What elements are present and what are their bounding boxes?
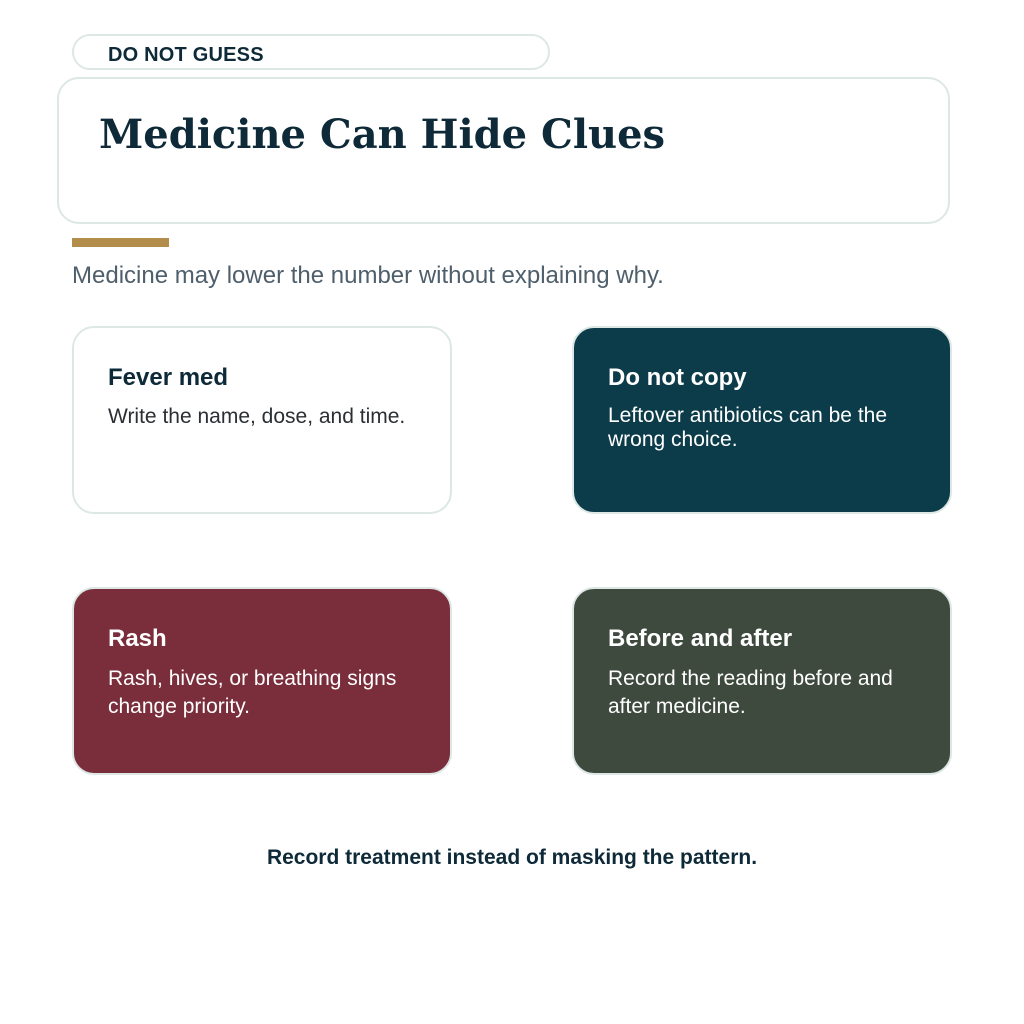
card-do-not-copy: Do not copy Leftover antibiotics can be … xyxy=(572,326,952,514)
page-subtitle: Medicine may lower the number without ex… xyxy=(72,262,664,289)
card-heading: Fever med xyxy=(108,364,229,391)
card-heading: Do not copy xyxy=(608,364,747,391)
footer-note: Record treatment instead of masking the … xyxy=(266,846,758,869)
card-body: Leftover antibiotics can be the wrong ch… xyxy=(608,404,888,451)
card-body: Record the reading before and after medi… xyxy=(608,667,893,718)
card-body: Rash, hives, or breathing signs change p… xyxy=(108,667,397,718)
tag-pill: DO NOT GUESS xyxy=(72,34,550,70)
page-title: Medicine Can Hide Clues xyxy=(99,111,666,158)
card-body: Write the name, dose, and time. xyxy=(108,405,406,428)
card-before-and-after: Before and after Record the reading befo… xyxy=(572,587,952,775)
card-fever-med: Fever med Write the name, dose, and time… xyxy=(72,326,452,514)
card-rash: Rash Rash, hives, or breathing signs cha… xyxy=(72,587,452,775)
title-card: Medicine Can Hide Clues xyxy=(57,77,950,224)
card-heading: Rash xyxy=(108,625,167,652)
accent-rule xyxy=(72,238,169,247)
card-heading: Before and after xyxy=(608,625,793,652)
tag-label: DO NOT GUESS xyxy=(108,44,264,66)
